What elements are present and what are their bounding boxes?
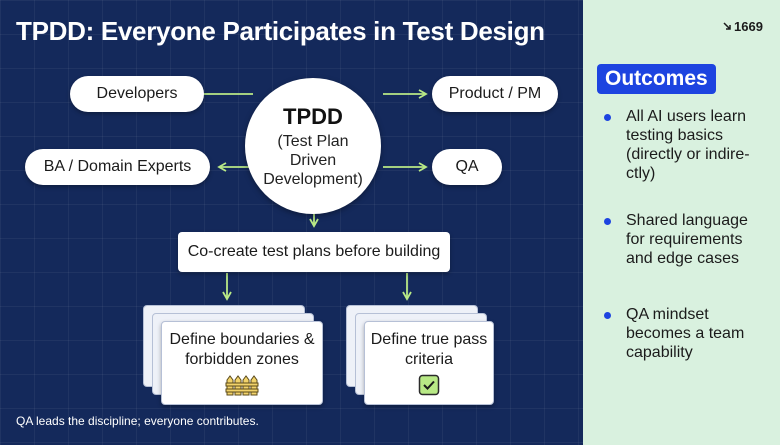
- outcomes-heading: Outcomes: [597, 64, 716, 94]
- tpdd-subtitle: (Test Plan Driven Development): [263, 132, 363, 188]
- outcome-text: QA mindset becomes a team capability: [626, 306, 745, 361]
- role-product-pm: Product / PM: [432, 76, 558, 112]
- tpdd-hub: TPDD (Test Plan Driven Development): [245, 78, 381, 214]
- tpdd-title: TPDD: [283, 103, 343, 129]
- bullet-dot: [604, 218, 611, 225]
- role-ba-domain-experts: BA / Domain Experts: [25, 149, 210, 185]
- card-boundaries-text: Define boundaries & forbidden zones: [169, 331, 315, 368]
- footer-note: QA leads the discipline; everyone contri…: [16, 414, 259, 428]
- download-count: 1669: [734, 19, 763, 34]
- page-title: TPDD: Everyone Participates in Test Desi…: [16, 16, 545, 46]
- outcome-text: Shared language for requirements and edg…: [626, 212, 748, 267]
- outcome-text: All AI users learn testing basics (direc…: [626, 108, 750, 182]
- bullet-dot: [604, 114, 611, 121]
- card-pass-text: Define true pass criteria: [370, 331, 488, 368]
- fence-icon: [225, 374, 259, 401]
- download-badge: 1669: [722, 19, 763, 34]
- card-boundaries: Define boundaries & forbidden zones: [161, 321, 323, 405]
- role-qa-label: QA: [455, 158, 479, 175]
- outcome-item: Shared language for requirements and edg…: [604, 211, 774, 268]
- role-developers-label: Developers: [96, 85, 178, 102]
- outcome-item: All AI users learn testing basics (direc…: [604, 107, 774, 183]
- role-ba-label: BA / Domain Experts: [43, 158, 192, 175]
- role-qa: QA: [432, 149, 502, 185]
- bullet-dot: [604, 312, 611, 319]
- outcome-item: QA mindset becomes a team capability: [604, 305, 774, 362]
- role-developers: Developers: [70, 76, 204, 112]
- diagram-panel: [0, 0, 583, 445]
- cocreate-label: Co-create test plans before building: [187, 243, 441, 260]
- download-arrow-icon: [722, 19, 732, 34]
- role-product-label: Product / PM: [448, 85, 542, 102]
- checkbox-check-icon: [418, 374, 440, 401]
- cocreate-box: Co-create test plans before building: [178, 232, 450, 272]
- card-pass-criteria: Define true pass criteria: [364, 321, 494, 405]
